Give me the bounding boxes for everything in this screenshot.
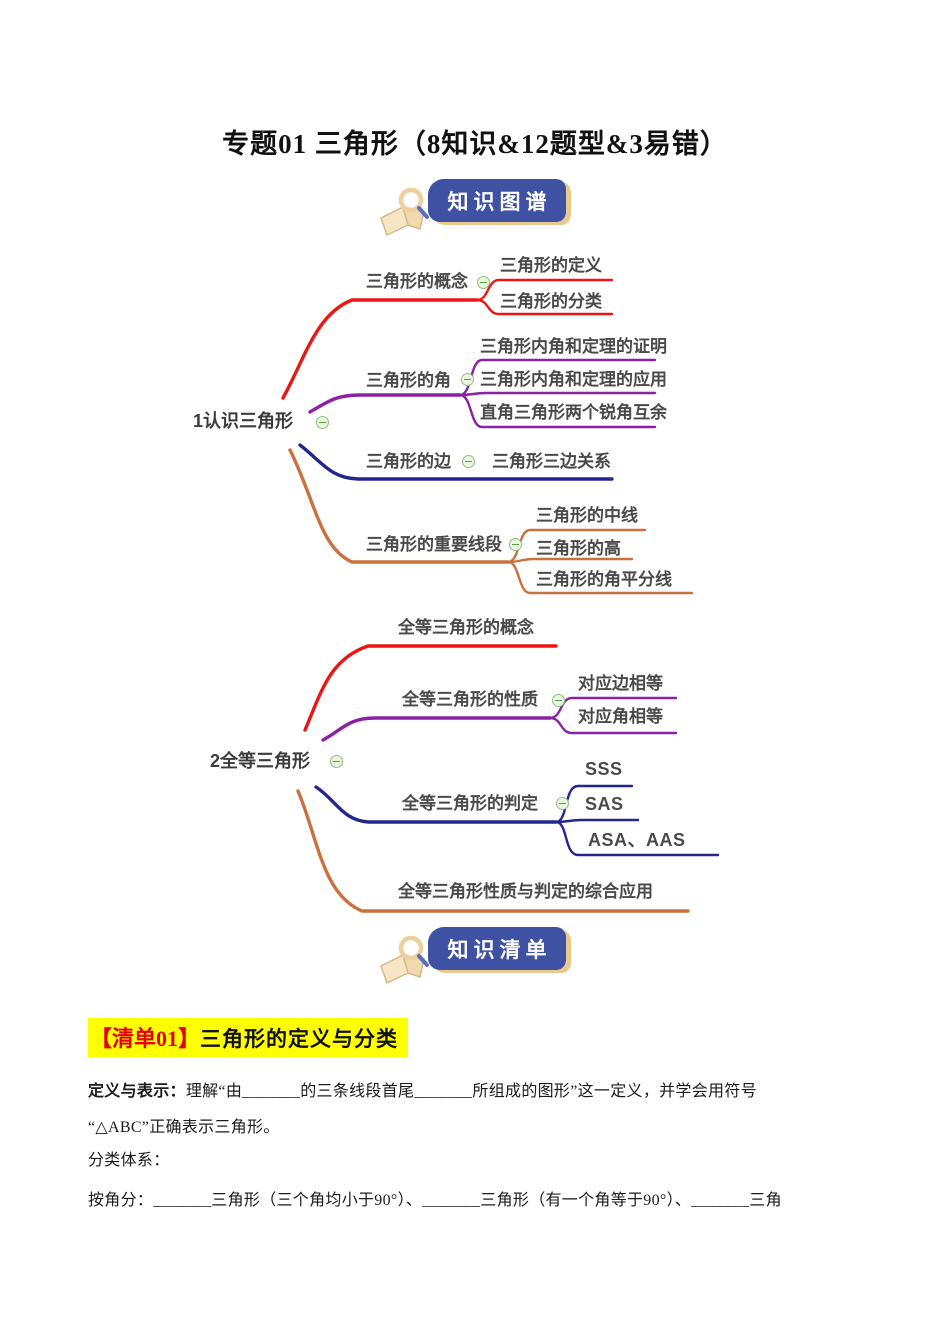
node-triangle-angle: 三角形的角 — [366, 371, 451, 390]
node-sas: SAS — [585, 794, 624, 814]
definition-line: 定义与表示：理解“由_______的三条线段首尾_______所组成的图形”这一… — [88, 1077, 878, 1101]
node-congruent-comprehensive-application: 全等三角形性质与判定的综合应用 — [398, 882, 653, 901]
classification-system-line: 分类体系： — [88, 1152, 170, 1169]
node-sss: SSS — [585, 759, 623, 779]
list01-title: 三角形的定义与分类 — [200, 1028, 399, 1051]
node-triangle-classification: 三角形的分类 — [500, 292, 602, 311]
node-triangle-median: 三角形的中线 — [536, 506, 638, 525]
collapse-minus-icon — [509, 538, 522, 551]
node-asa-aas: ASA、AAS — [588, 830, 686, 850]
node-triangle-angle-bisector: 三角形的角平分线 — [536, 570, 672, 589]
branch-curves-red — [281, 278, 614, 732]
knowledge-list-badge: 知识清单 — [375, 924, 605, 994]
node-triangle-altitude: 三角形的高 — [536, 539, 621, 558]
node-interior-angle-theorem-application: 三角形内角和定理的应用 — [480, 370, 667, 389]
knowledge-list-badge-label: 知识清单 — [428, 927, 566, 970]
collapse-minus-icon — [316, 416, 329, 429]
node-triangle-concept: 三角形的概念 — [366, 272, 468, 291]
definition-text: 理解“由_______的三条线段首尾_______所组成的图形”这一定义，并学会… — [185, 1083, 757, 1100]
node-know-triangle: 1认识三角形 — [193, 411, 294, 431]
branch-curves-orange — [288, 448, 694, 913]
node-right-triangle-acute-complementary: 直角三角形两个锐角互余 — [480, 403, 667, 422]
node-corresponding-angles-equal: 对应角相等 — [578, 707, 663, 726]
collapse-minus-icon — [556, 797, 569, 810]
by-angle-line: 按角分：_______三角形（三个角均小于90°）、_______三角形（有一个… — [88, 1192, 782, 1209]
collapse-minus-icon — [477, 276, 490, 289]
node-triangle-side: 三角形的边 — [366, 452, 451, 471]
book-magnifier-icon — [380, 187, 429, 237]
page-title: 专题01 三角形（8知识&12题型&3易错） — [222, 129, 728, 159]
node-congruent-triangle: 2全等三角形 — [210, 751, 311, 771]
collapse-minus-icon — [462, 455, 475, 468]
node-congruent-concept: 全等三角形的概念 — [398, 618, 534, 637]
knowledge-map-badge-label: 知识图谱 — [428, 179, 566, 222]
node-interior-angle-theorem-proof: 三角形内角和定理的证明 — [480, 337, 667, 356]
collapse-minus-icon — [461, 373, 474, 386]
list01-tag: 【清单01】 — [90, 1026, 201, 1051]
node-triangle-definition: 三角形的定义 — [500, 256, 602, 275]
node-congruent-properties: 全等三角形的性质 — [402, 690, 538, 709]
node-triangle-important-segments: 三角形的重要线段 — [366, 535, 502, 554]
node-corresponding-sides-equal: 对应边相等 — [578, 674, 663, 693]
list01-header: 【清单01】三角形的定义与分类 — [88, 1018, 409, 1057]
node-triangle-side-relation: 三角形三边关系 — [492, 452, 611, 471]
collapse-minus-icon — [552, 694, 565, 707]
book-magnifier-icon — [380, 935, 429, 985]
definition-label: 定义与表示： — [88, 1083, 186, 1100]
knowledge-map-badge: 知识图谱 — [375, 176, 605, 246]
collapse-minus-icon — [330, 755, 343, 768]
notation-line: “△ABC”正确表示三角形。 — [88, 1119, 280, 1136]
node-congruent-judgment: 全等三角形的判定 — [402, 794, 538, 813]
